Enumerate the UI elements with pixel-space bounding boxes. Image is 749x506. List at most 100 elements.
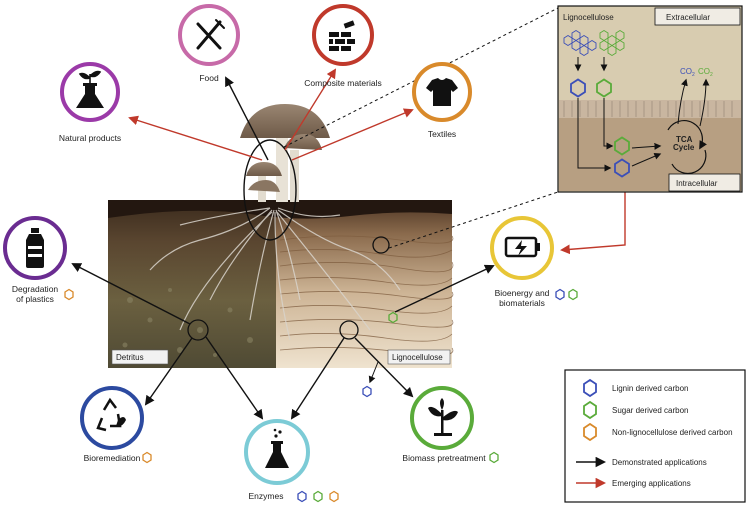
biomass-pretreatment-label: Biomass pretreatment: [402, 453, 486, 463]
mushroom-cap: [248, 180, 280, 192]
biomass-pretreatment-node: Biomass pretreatment: [402, 386, 499, 464]
emerging-arrow-composite: [284, 68, 337, 151]
intracellular-sugar-hex: [614, 136, 630, 156]
sprout-icon: [428, 398, 458, 436]
mushroom-cap: [284, 134, 322, 150]
demonstrated-arrow-bioenergy: [394, 264, 495, 313]
legend-non-ligno-hex: [583, 422, 597, 442]
non-ligno-carbon-hex: [329, 490, 339, 503]
tca-label-line1: TCA: [676, 135, 693, 144]
legend-emerging-label: Emerging applications: [612, 479, 691, 488]
enzymes-label: Enzymes: [249, 491, 284, 501]
degradation-label-line2: of plastics: [16, 294, 54, 304]
legend-sugar-hex: [583, 400, 597, 420]
natural-products-label: Natural products: [59, 133, 121, 143]
degradation-of-plastics-node: Degradation of plastics: [3, 216, 74, 304]
natural-products-node: Natural products: [59, 62, 121, 143]
composite-materials-label: Composite materials: [304, 78, 381, 88]
mushroom-cluster: [240, 104, 330, 202]
sugar-carbon-hex: [568, 288, 578, 301]
emerging-arrow-natural-products: [128, 115, 263, 161]
emerging-arrow-textiles: [291, 108, 414, 161]
flask-bubbles-icon: [265, 428, 289, 468]
fork-knife-icon: [196, 19, 225, 50]
detritus-pebbles: [122, 288, 253, 357]
inset-arrow: [631, 152, 662, 167]
bioremediation-label: Bioremediation: [84, 453, 141, 463]
fruiting-body-ellipse: [243, 139, 297, 241]
soil-block: Detritus Lignocellulose: [108, 200, 454, 368]
flask-plant-icon: [76, 70, 104, 108]
lignin-carbon-hex: [362, 385, 372, 398]
food-label: Food: [199, 73, 219, 83]
legend-demonstrated-label: Demonstrated applications: [612, 458, 707, 467]
inset-zoom-circle: [372, 236, 390, 254]
detritus-zoom-circle: [187, 319, 209, 341]
degradation-label-line1: Degradation: [12, 284, 59, 294]
bioremediation-circle: [80, 386, 144, 450]
legend-lignin-label: Lignin derived carbon: [612, 384, 689, 393]
sugar-carbon-hex: [489, 451, 499, 464]
recycle-leaf-icon: [96, 397, 126, 432]
legend: Lignin derived carbon Sugar derived carb…: [564, 369, 746, 503]
non-ligno-carbon-hex: [142, 451, 152, 464]
membrane-lipids: [563, 101, 733, 117]
composite-materials-node: Composite materials: [304, 4, 382, 88]
tca-cycle-arrow: [667, 120, 707, 150]
small-arrow-lignin: [368, 361, 379, 384]
inset-title: Lignocellulose: [563, 13, 614, 22]
inset-transport-arrow: [603, 98, 614, 150]
textiles-node: Textiles: [412, 62, 472, 139]
textiles-label: Textiles: [428, 129, 456, 139]
lignocellulose-soil: [276, 200, 452, 368]
battery-charge-icon: [504, 236, 540, 258]
lignocellulose-polymer: [563, 29, 625, 57]
detritus-label-box: [111, 349, 169, 365]
sugar-carbon-hex: [313, 490, 323, 503]
demonstrated-arrow-biomass: [354, 337, 414, 398]
non-ligno-carbon-hex: [64, 288, 74, 301]
extracellular-label-box: [654, 7, 741, 26]
brick-wall-icon: [329, 20, 355, 51]
tca-label-line2: Cycle: [673, 143, 695, 152]
demonstrated-arrow-bioremediation: [144, 337, 193, 406]
intracellular-label: Intracellular: [676, 179, 718, 188]
lignin-monomer-hex: [570, 78, 586, 98]
sugar-carbon-hex: [388, 311, 398, 324]
extracellular-label: Extracellular: [666, 13, 710, 22]
mycelium-roots: [149, 207, 401, 341]
legend-lignin-hex: [583, 378, 597, 398]
tca-cycle-arrow: [671, 149, 707, 175]
emerging-arrow-bioenergy: [560, 188, 626, 255]
demonstrated-arrow-plastics: [71, 263, 191, 325]
inset-transport-arrow: [577, 98, 612, 172]
plastic-bottle-icon: [26, 228, 44, 268]
lignocellulose-zoom-circle: [339, 320, 359, 340]
metabolism-inset: Lignocellulose Extracellular Intracellul…: [557, 5, 743, 193]
lignocellulose-label-box: [387, 349, 451, 365]
co2-release-arrow: [699, 78, 710, 127]
co2-sugar-label: CO2: [698, 67, 713, 78]
lignin-polymer: [563, 29, 597, 57]
intracellular-lignin-hex: [614, 158, 630, 178]
demonstrated-arrow-enzymes: [205, 336, 264, 420]
co2-release-arrow: [677, 78, 688, 125]
lignocellulose-label: Lignocellulose: [392, 353, 443, 362]
bioremediation-node: Bioremediation: [80, 386, 152, 464]
intracellular-label-box: [668, 173, 741, 192]
food-node: Food: [178, 4, 240, 83]
enzymes-node: Enzymes: [244, 419, 339, 503]
sugar-monomer-hex: [596, 78, 612, 98]
bioenergy-node: Bioenergy and biomaterials: [490, 216, 578, 308]
bioenergy-label-line1: Bioenergy and: [495, 288, 550, 298]
demonstrated-arrow-food: [225, 76, 269, 161]
cell-membrane: [559, 100, 741, 118]
cellulose-polymer: [599, 29, 625, 57]
lignin-carbon-hex: [555, 288, 565, 301]
legend-sugar-label: Sugar derived carbon: [612, 406, 689, 415]
mushroom-cap: [246, 162, 282, 176]
legend-non-ligno-label: Non-lignocellulose derived carbon: [612, 428, 733, 437]
lignin-carbon-hex: [297, 490, 307, 503]
tshirt-icon: [426, 78, 458, 106]
